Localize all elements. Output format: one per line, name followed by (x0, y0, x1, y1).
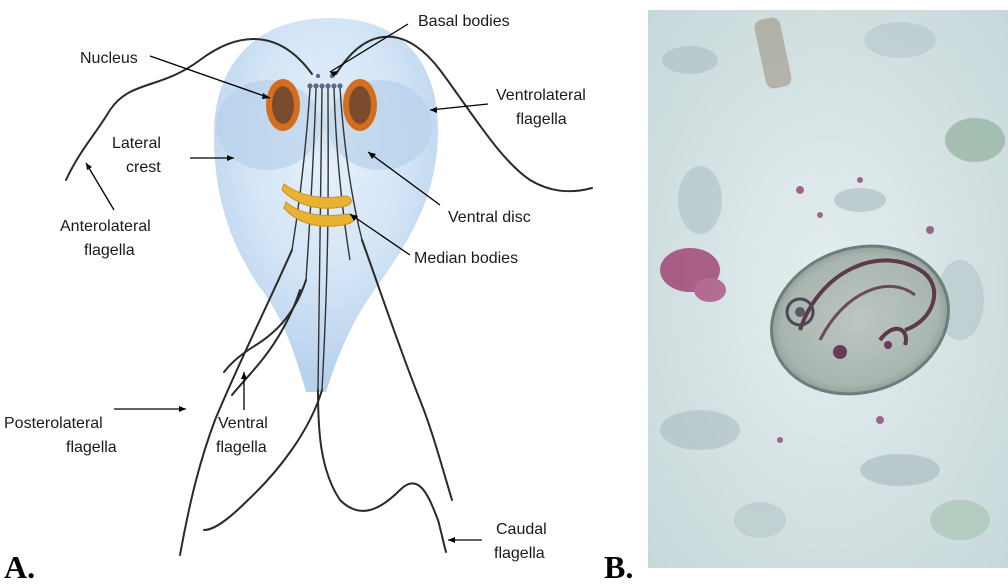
label-posterolateral-2: flagella (66, 439, 117, 456)
label-anterolateral-2: flagella (84, 242, 135, 259)
label-anterolateral-1: Anterolateral (60, 218, 151, 235)
label-lateral-crest-1: Lateral (112, 135, 161, 152)
label-lateral-crest-2: crest (126, 159, 161, 176)
panel-label-a: A. (4, 549, 35, 581)
giardia-diagram: Basal bodies Nucleus Ventrolateral flage… (4, 13, 592, 581)
label-caudal-2: flagella (494, 545, 545, 562)
label-ventral-flagella-2: flagella (216, 439, 267, 456)
label-ventral-disc: Ventral disc (448, 209, 531, 226)
label-ventrolateral-2: flagella (516, 111, 567, 128)
label-median-bodies: Median bodies (414, 250, 518, 267)
panel-label-b: B. (604, 549, 633, 581)
label-posterolateral-1: Posterolateral (4, 415, 103, 432)
micrograph: B. (604, 10, 1008, 581)
label-nucleus: Nucleus (80, 50, 138, 67)
label-basal-bodies: Basal bodies (418, 13, 510, 30)
nucleus-right (343, 79, 377, 131)
label-caudal-1: Caudal (496, 521, 547, 538)
label-ventral-flagella-1: Ventral (218, 415, 268, 432)
label-ventrolateral-1: Ventrolateral (496, 87, 586, 104)
nucleus-left (266, 79, 300, 131)
